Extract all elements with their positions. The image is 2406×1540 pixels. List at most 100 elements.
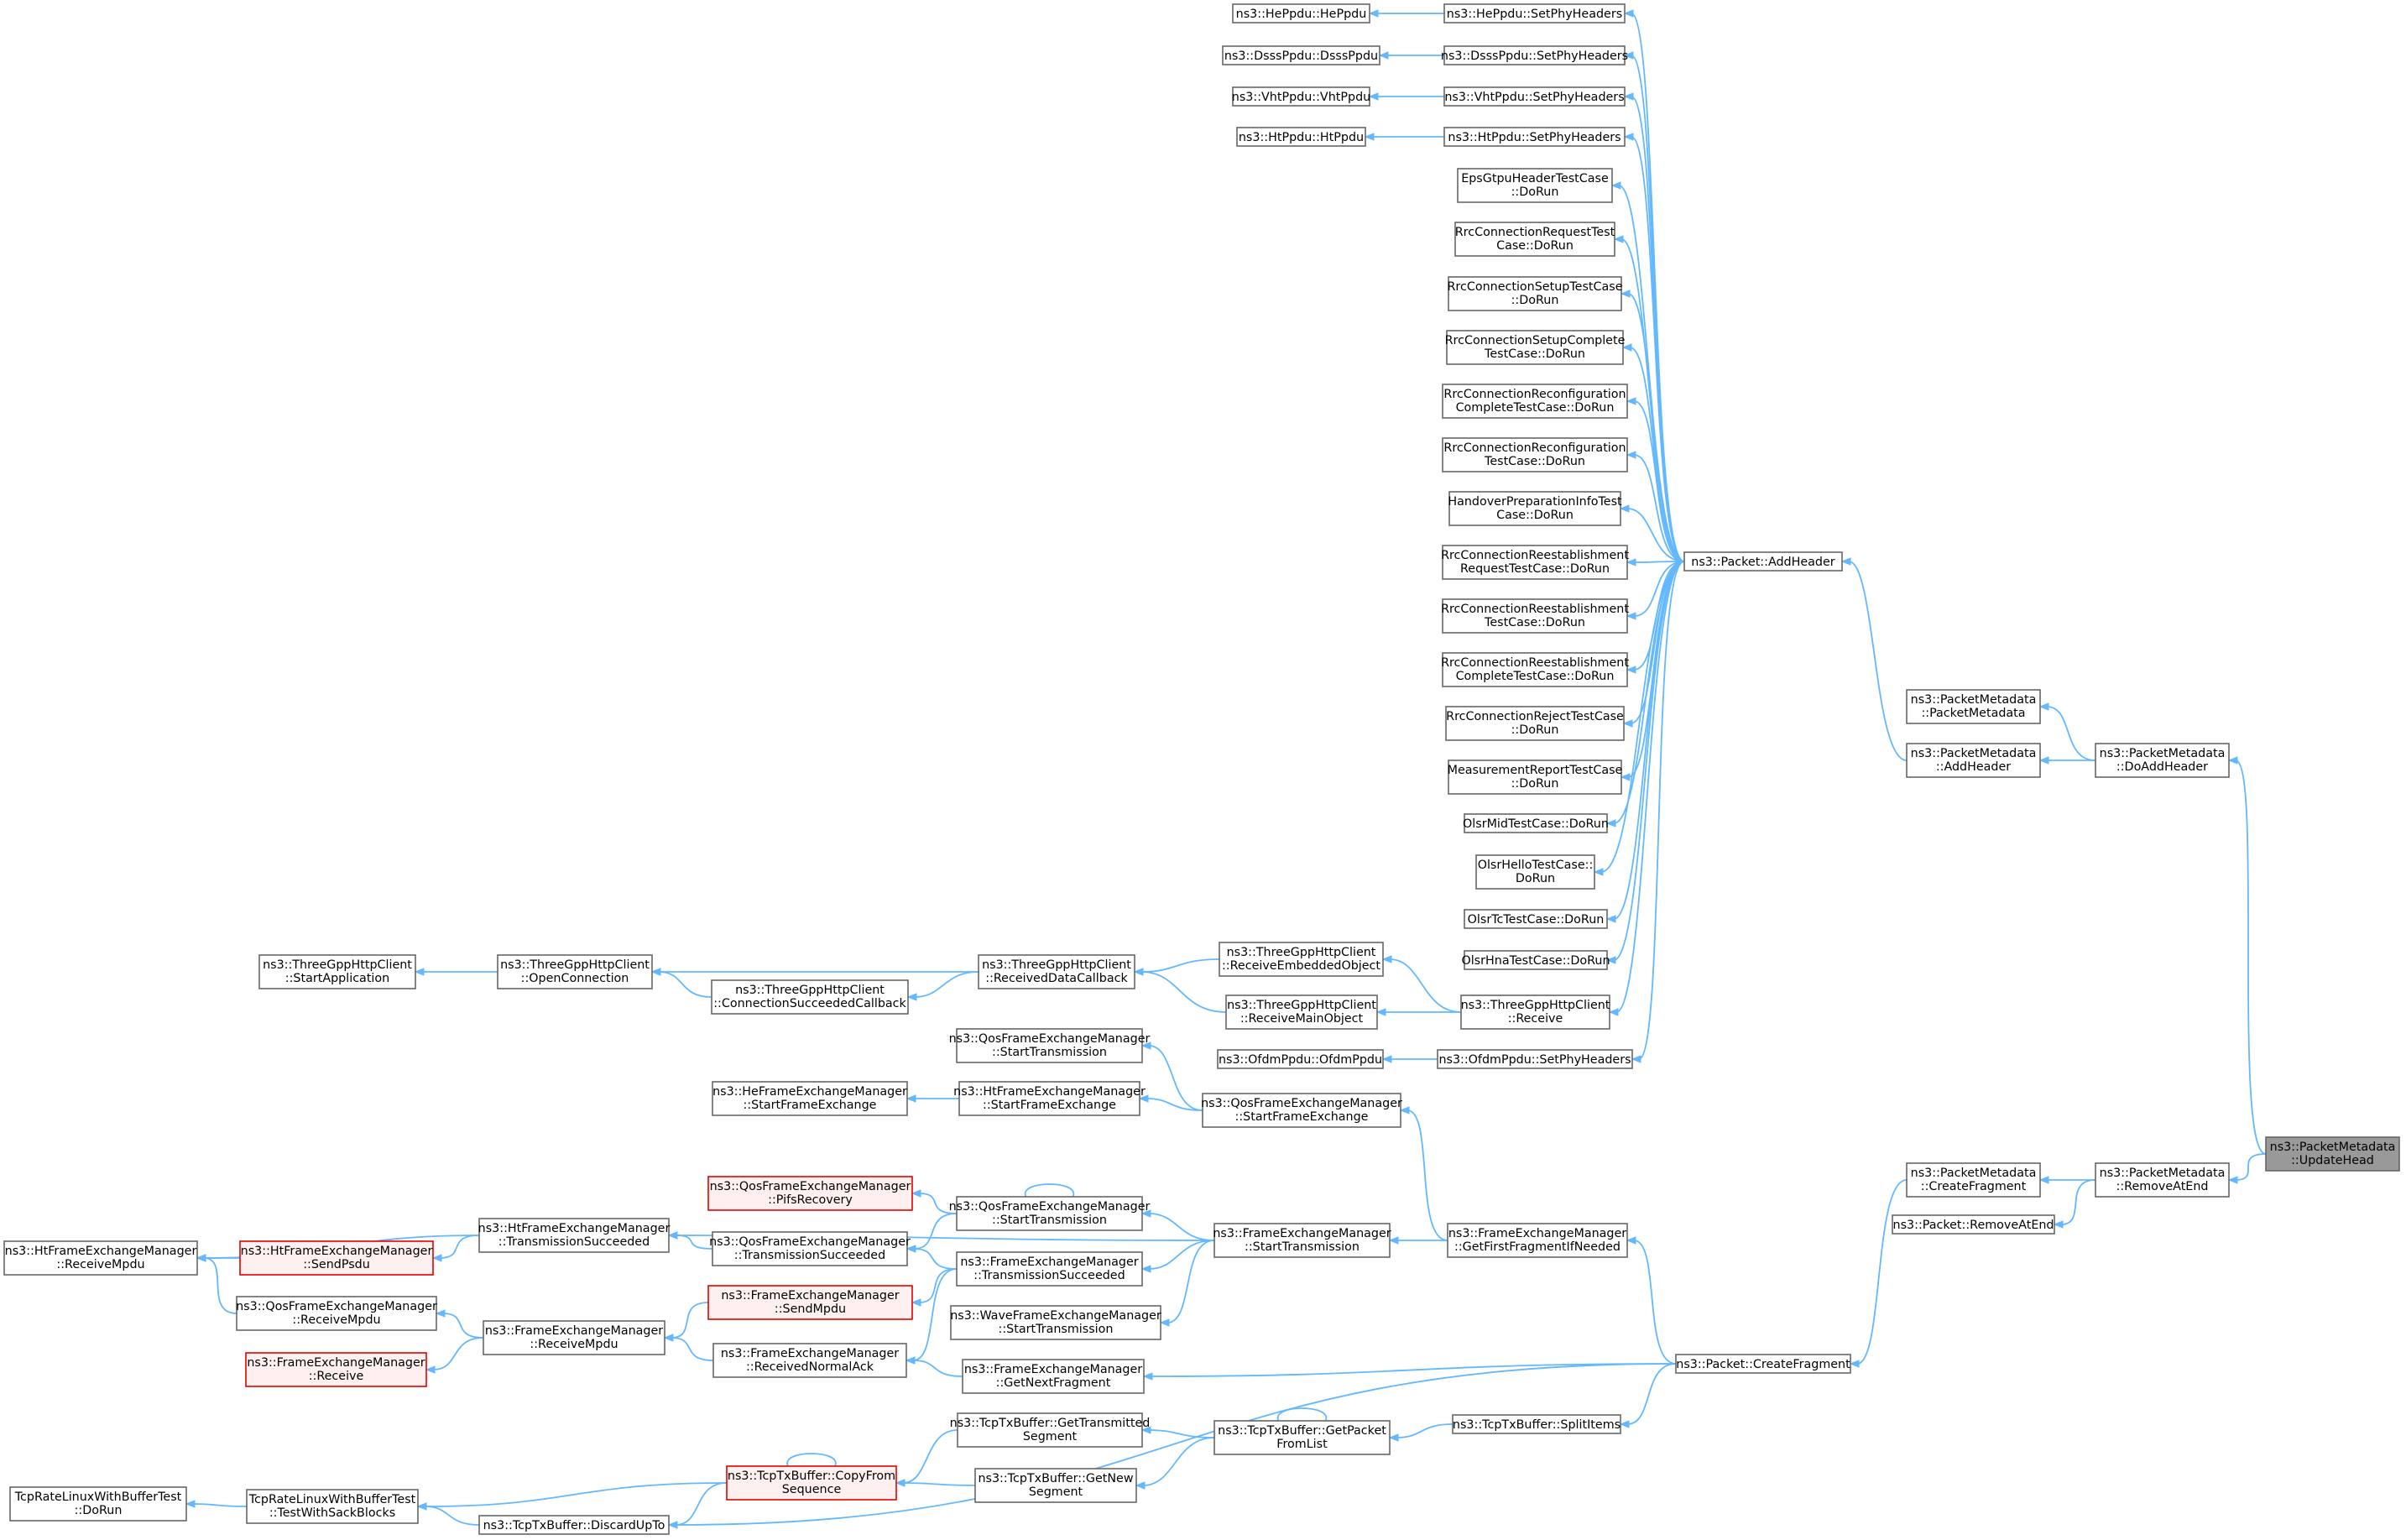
graph-node-n29[interactable]: ns3::PacketMetadata::PacketMetadata — [1906, 689, 2041, 724]
graph-node-n54[interactable]: ns3::QosFrameExchangeManager::Transmissi… — [709, 1231, 911, 1266]
edge-arrowhead — [1610, 181, 1621, 190]
graph-node-n19[interactable]: RrcConnectionRejectTestCase::DoRun — [1445, 706, 1625, 741]
node-label: RrcConnectionSetupComplete — [1445, 334, 1626, 347]
call-edge — [902, 1429, 958, 1484]
graph-node-n23[interactable]: OlsrTcTestCase::DoRun — [1464, 909, 1608, 929]
graph-node-n51[interactable]: ns3::HtFrameExchangeManager::ReceiveMpdu — [3, 1240, 198, 1276]
graph-node-n36[interactable]: ns3::Packet::CreateFragment — [1675, 1354, 1851, 1374]
graph-node-n35[interactable]: ns3::Packet::RemoveAtEnd — [1892, 1214, 2055, 1235]
node-box — [246, 1489, 419, 1524]
graph-node-n39[interactable]: ns3::ThreeGppHttpClient::ConnectionSucce… — [711, 979, 909, 1015]
edge-arrowhead — [1593, 868, 1604, 876]
graph-node-n46[interactable]: ns3::QosFrameExchangeManager::StartFrame… — [1201, 1093, 1402, 1128]
graph-node-n58[interactable]: ns3::WaveFrameExchangeManager::StartTran… — [950, 1305, 1161, 1340]
graph-node-n59[interactable]: ns3::FrameExchangeManager::ReceiveMpdu — [483, 1320, 665, 1355]
graph-node-n48[interactable]: ns3::QosFrameExchangeManager::StartTrans… — [949, 1196, 1151, 1231]
graph-node-n07[interactable]: ns3::HtPpdu::HtPpdu — [1236, 127, 1366, 147]
call-edge — [918, 1268, 958, 1303]
graph-node-n21[interactable]: OlsrMidTestCase::DoRun — [1463, 813, 1609, 833]
graph-node-n61[interactable]: ns3::FrameExchangeManager::ReceivedNorma… — [712, 1343, 907, 1378]
edge-arrowhead — [1364, 133, 1375, 141]
call-edge — [918, 1193, 958, 1214]
graph-node-n27[interactable]: ns3::OfdmPpdu::SetPhyHeaders — [1437, 1049, 1633, 1069]
graph-node-n50[interactable]: ns3::FrameExchangeManager::GetFirstFragm… — [1447, 1223, 1628, 1258]
node-box — [1906, 689, 2041, 724]
graph-node-n03[interactable]: ns3::DsssPpdu::DsssPpdu — [1222, 45, 1380, 65]
graph-node-n13[interactable]: RrcConnectionReconfigurationCompleteTest… — [1442, 384, 1628, 419]
node-label: ns3::Packet::RemoveAtEnd — [1893, 1219, 2054, 1232]
graph-node-n09[interactable]: EpsGtpuHeaderTestCase::DoRun — [1457, 168, 1613, 203]
graph-node-n69[interactable]: TcpRateLinuxWithBufferTest::TestWithSack… — [246, 1489, 419, 1524]
node-label: ::SendMpdu — [775, 1302, 846, 1316]
node-label: ns3::QosFrameExchangeManager — [1201, 1097, 1402, 1110]
graph-node-n12[interactable]: RrcConnectionSetupCompleteTestCase::DoRu… — [1445, 330, 1626, 365]
graph-node-n01[interactable]: ns3::HePpdu::HePpdu — [1232, 3, 1370, 23]
node-box — [1442, 437, 1628, 472]
graph-node-n52[interactable]: ns3::HtFrameExchangeManager::SendPsdu — [239, 1240, 434, 1276]
graph-node-n53[interactable]: ns3::HtFrameExchangeManager::Transmissio… — [478, 1218, 671, 1253]
call-edge — [671, 1337, 714, 1361]
graph-node-n65[interactable]: ns3::TcpTxBuffer::SplitItems — [1452, 1414, 1621, 1434]
node-label: TcpRateLinuxWithBufferTest — [248, 1493, 416, 1506]
graph-node-n20[interactable]: MeasurementReportTestCase::DoRun — [1448, 760, 1623, 795]
graph-node-n44[interactable]: ns3::HeFrameExchangeManager::StartFrameE… — [712, 1081, 908, 1116]
graph-node-n57[interactable]: ns3::FrameExchangeManager::SendMpdu — [707, 1285, 913, 1320]
graph-node-n55[interactable]: ns3::FrameExchangeManager::TransmissionS… — [956, 1251, 1143, 1287]
call-edge — [1148, 1045, 1203, 1111]
graph-node-n17[interactable]: RrcConnectionReestablishmentTestCase::Do… — [1441, 598, 1629, 634]
graph-node-n49[interactable]: ns3::FrameExchangeManager::StartTransmis… — [1213, 1223, 1391, 1258]
graph-node-n68[interactable]: TcpRateLinuxWithBufferTest::DoRun — [9, 1486, 187, 1522]
graph-node-n33[interactable]: ns3::PacketMetadata::CreateFragment — [1906, 1162, 2041, 1198]
graph-node-n11[interactable]: RrcConnectionSetupTestCase::DoRun — [1447, 276, 1623, 311]
node-label: ns3::DsssPpdu::DsssPpdu — [1224, 50, 1378, 63]
graph-node-n60[interactable]: ns3::FrameExchangeManager::Receive — [245, 1352, 427, 1387]
graph-node-n56[interactable]: ns3::QosFrameExchangeManager::ReceiveMpd… — [236, 1296, 437, 1331]
graph-node-n26[interactable]: ns3::OfdmPpdu::OfdmPpdu — [1217, 1049, 1384, 1069]
graph-node-n14[interactable]: RrcConnectionReconfigurationTestCase::Do… — [1442, 437, 1628, 472]
graph-node-n62[interactable]: ns3::FrameExchangeManager::GetNextFragme… — [962, 1359, 1145, 1394]
edge-arrowhead — [1381, 1055, 1392, 1063]
graph-node-n45[interactable]: ns3::HtFrameExchangeManager::StartFrameE… — [953, 1081, 1146, 1116]
node-label: ns3::TcpTxBuffer::SplitItems — [1453, 1418, 1621, 1432]
node-box — [1443, 127, 1626, 147]
call-edge — [1629, 347, 1685, 562]
graph-node-n40[interactable]: ns3::ThreeGppHttpClient::ReceivedDataCal… — [978, 954, 1135, 989]
node-box — [239, 1240, 434, 1276]
graph-node-n25[interactable]: ns3::ThreeGppHttpClient::Receive — [1460, 994, 1610, 1030]
node-label: RequestTestCase::DoRun — [1460, 562, 1610, 576]
graph-node-n05[interactable]: ns3::VhtPpdu::VhtPpdu — [1232, 86, 1370, 107]
graph-node-n18[interactable]: RrcConnectionReestablishmentCompleteTest… — [1441, 652, 1629, 687]
graph-node-n04[interactable]: ns3::DsssPpdu::SetPhyHeaders — [1441, 45, 1628, 65]
graph-node-n30[interactable]: ns3::PacketMetadata::AddHeader — [1906, 743, 2041, 778]
node-label: OlsrHelloTestCase:: — [1478, 859, 1594, 872]
graph-node-n31[interactable]: ns3::PacketMetadata::DoAddHeader — [2095, 743, 2230, 778]
graph-node-n32[interactable]: ns3::PacketMetadata::UpdateHead — [2265, 1136, 2400, 1172]
graph-node-n41[interactable]: ns3::ThreeGppHttpClient::ReceiveEmbedded… — [1219, 942, 1384, 977]
graph-node-n43[interactable]: ns3::QosFrameExchangeManager::StartTrans… — [949, 1028, 1151, 1063]
graph-node-n42[interactable]: ns3::ThreeGppHttpClient::ReceiveMainObje… — [1225, 994, 1378, 1030]
edge-arrowhead — [650, 968, 661, 976]
graph-node-n47[interactable]: ns3::QosFrameExchangeManager::PifsRecove… — [707, 1176, 913, 1211]
graph-node-n70[interactable]: ns3::TcpTxBuffer::DiscardUpTo — [478, 1515, 670, 1535]
graph-node-n28[interactable]: ns3::Packet::AddHeader — [1683, 551, 1843, 572]
edge-arrowhead — [1626, 1236, 1636, 1245]
graph-node-n38[interactable]: ns3::ThreeGppHttpClient::OpenConnection — [497, 954, 653, 989]
graph-node-n34[interactable]: ns3::PacketMetadata::RemoveAtEnd — [2095, 1162, 2230, 1198]
edge-arrowhead — [667, 1231, 678, 1240]
graph-node-n24[interactable]: OlsrHnaTestCase::DoRun — [1461, 950, 1610, 970]
graph-node-n37[interactable]: ns3::ThreeGppHttpClient::StartApplicatio… — [258, 954, 416, 989]
graph-node-n22[interactable]: OlsrHelloTestCase::DoRun — [1475, 854, 1595, 890]
graph-node-n02[interactable]: ns3::HePpdu::SetPhyHeaders — [1443, 3, 1626, 23]
graph-node-n16[interactable]: RrcConnectionReestablishmentRequestTestC… — [1441, 545, 1629, 580]
edge-arrowhead — [911, 1189, 921, 1198]
graph-node-n06[interactable]: ns3::VhtPpdu::SetPhyHeaders — [1443, 86, 1626, 107]
graph-node-n08[interactable]: ns3::HtPpdu::SetPhyHeaders — [1443, 127, 1626, 147]
edge-arrowhead — [1619, 1420, 1630, 1428]
edge-arrowhead — [1620, 773, 1631, 781]
